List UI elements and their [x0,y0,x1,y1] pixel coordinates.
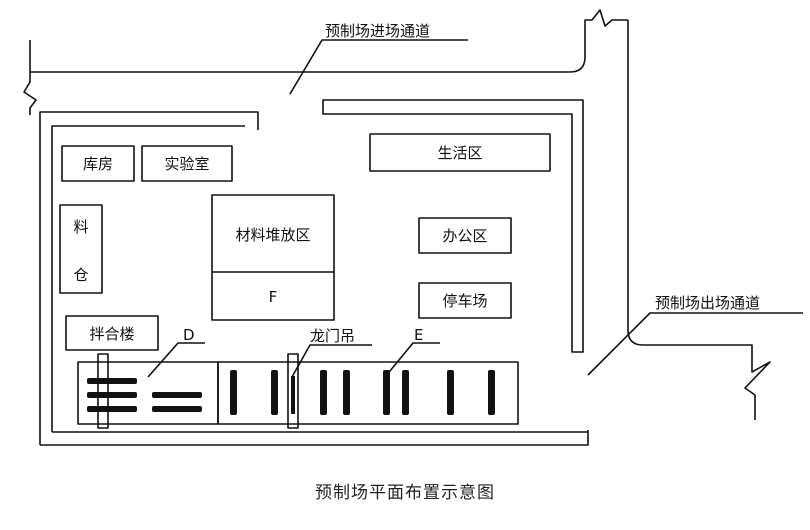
leader-exit [587,312,803,376]
beam-d-2 [87,392,137,398]
beam-e-1 [230,370,237,415]
beam-e-3 [320,370,327,415]
label-material-stack: 材料堆放区 [235,226,310,244]
beam-e-7 [447,370,454,415]
parking-box [418,282,512,319]
label-silo-1: 料 [73,218,88,236]
label-laboratory: 实验室 [164,155,209,173]
outer-enclosure-bottom [40,430,589,446]
beam-d-5 [152,406,202,412]
warehouse-box [61,145,135,182]
leader-d [147,342,205,378]
gantry-post [291,376,295,414]
diagram-caption: 预制场平面布置示意图 [315,483,495,503]
beam-e-4 [343,370,350,415]
label-parking: 停车场 [442,292,487,310]
silo-box [59,204,103,294]
label-living-area: 生活区 [437,144,482,162]
outer-enclosure [39,111,259,445]
inner-enclosure [51,125,245,432]
label-mixing-plant: 拌合楼 [89,325,134,343]
right-wall [322,99,584,353]
beam-e-8 [488,370,495,415]
mixing-plant-box [65,315,159,351]
office-box [418,217,512,254]
label-exit-channel: 预制场出场通道 [655,294,760,312]
beam-e-6 [402,370,409,415]
yard-e [217,361,519,425]
label-zone-f: F [269,288,278,306]
beam-d-4 [152,392,202,398]
material-stack-box [211,194,335,321]
beam-d-3 [87,406,137,412]
label-warehouse: 库房 [83,155,113,173]
label-gantry: 龙门吊 [310,327,355,345]
label-zone-e: E [414,326,423,344]
leader-gantry [291,344,372,378]
exit-road-line [627,20,771,420]
beam-e-2 [271,370,278,415]
road-break-left [23,72,37,115]
label-silo-2: 仓 [73,266,88,284]
gantry-rail-left [97,353,109,429]
leader-entry [289,39,468,95]
laboratory-box [141,145,233,182]
label-office: 办公区 [442,227,487,245]
leader-e [384,342,440,378]
beam-d-1 [87,378,137,384]
label-zone-d: D [183,326,195,344]
gantry-rail-right [287,353,299,429]
label-entry-channel: 预制场进场通道 [325,22,430,40]
entry-road-upper-line [29,9,628,73]
beam-e-5 [383,370,390,415]
living-area-box [369,133,551,172]
